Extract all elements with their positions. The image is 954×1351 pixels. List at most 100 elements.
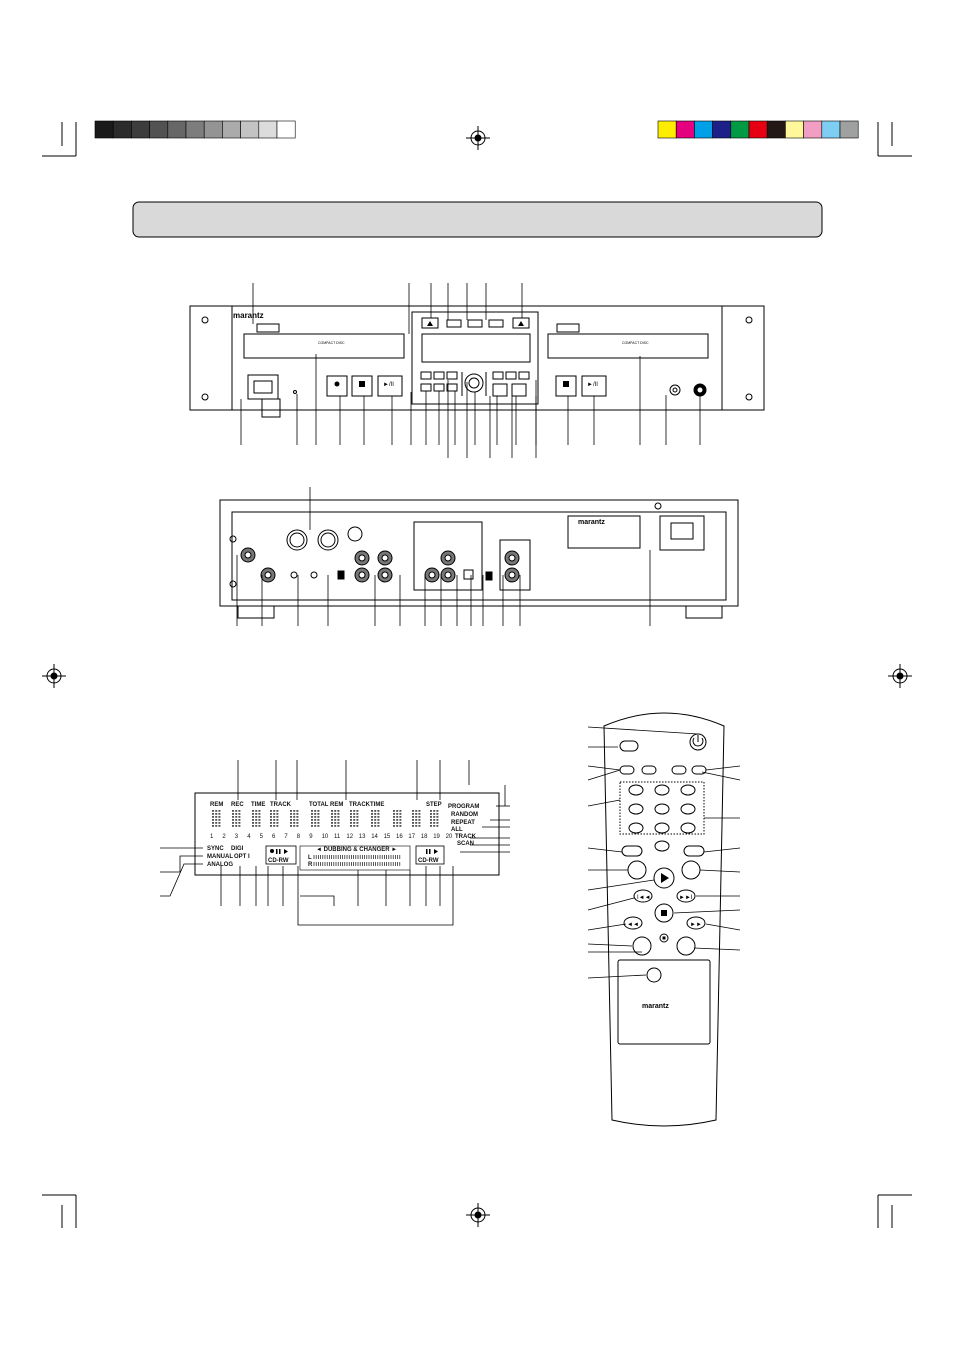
segment-dot <box>436 816 439 818</box>
segment-dot <box>273 825 276 827</box>
segment-dot <box>276 813 279 815</box>
remote-rewind-button[interactable] <box>623 916 643 930</box>
callout-line <box>587 847 623 853</box>
segment-dot <box>430 816 432 818</box>
disp-mode-scan: SCAN <box>457 841 474 847</box>
remote-jack-2[interactable] <box>310 571 318 579</box>
record-button[interactable] <box>326 375 348 397</box>
jog-dial[interactable] <box>464 373 484 393</box>
segment-dot <box>270 813 272 815</box>
segment-dot <box>258 816 261 818</box>
center-key-grid[interactable] <box>420 371 530 397</box>
segment-dot <box>255 822 258 824</box>
remote-next-track-button[interactable] <box>676 889 696 903</box>
power-stand <box>261 398 281 418</box>
ac-inlet[interactable] <box>659 515 705 551</box>
segment-dot <box>356 819 359 821</box>
remote-lower-left-button[interactable] <box>632 936 652 956</box>
right-tray-eject-button[interactable] <box>556 323 580 333</box>
callout-line <box>673 909 741 914</box>
remote-small-stop-button[interactable] <box>659 933 669 943</box>
xlr-left[interactable] <box>286 529 308 551</box>
xlr-right[interactable] <box>317 529 339 551</box>
right-disc-tray[interactable] <box>547 333 709 359</box>
remote-numpad[interactable] <box>628 784 696 852</box>
track-number: 1 <box>210 834 214 840</box>
remote-forward-button[interactable] <box>686 916 706 930</box>
left-tray-logo: COMPACT DISC <box>318 341 345 345</box>
segment-dot <box>215 819 218 821</box>
segment-dot <box>433 816 436 818</box>
center-button-3[interactable] <box>488 319 504 328</box>
segment-dot <box>212 813 214 815</box>
disp-label-rec: REC <box>231 802 244 808</box>
segment-dot <box>430 822 432 824</box>
eject-right-button[interactable] <box>512 317 530 329</box>
left-tray-eject-button[interactable] <box>256 323 280 333</box>
remote-lower-right-button[interactable] <box>676 936 696 956</box>
segment-dot <box>212 816 214 818</box>
rec-status-box <box>265 845 297 865</box>
optical-input[interactable] <box>463 569 474 580</box>
stop-button[interactable] <box>351 375 373 397</box>
registration-target-top <box>466 126 490 150</box>
left-disc-tray[interactable] <box>243 333 405 359</box>
segment-dot <box>334 816 337 818</box>
color-swatch <box>694 120 713 139</box>
segment-dot <box>353 813 356 815</box>
segment-dot <box>396 810 399 812</box>
center-button-1[interactable] <box>446 319 462 328</box>
remote-play-button[interactable] <box>653 867 675 889</box>
segment-dot <box>255 819 258 821</box>
gray-swatch <box>258 120 278 139</box>
eject-left-button[interactable] <box>421 317 439 329</box>
disp-mode-digi: DIGI <box>231 846 244 852</box>
segment-dot <box>430 810 432 812</box>
track-number: 10 <box>322 834 329 840</box>
remote-prev-track-button[interactable] <box>633 889 653 903</box>
level-switch[interactable] <box>337 570 345 580</box>
segment-dot <box>371 813 373 815</box>
xlr-socket-line-in[interactable] <box>347 526 363 542</box>
segment-dot <box>415 825 418 827</box>
track-number: 19 <box>433 834 440 840</box>
display-frame <box>194 792 500 876</box>
remote-stop-button[interactable] <box>654 903 674 923</box>
headphone-jack[interactable] <box>669 384 681 396</box>
remote-jack-1[interactable] <box>290 571 298 579</box>
segment-dot <box>293 819 296 821</box>
segment-dot <box>331 819 333 821</box>
segment-dot <box>273 816 276 818</box>
remote-cover-button[interactable] <box>646 967 662 983</box>
segment-dot <box>371 816 373 818</box>
disp-mode-repeat: REPEAT <box>451 820 475 826</box>
remote-button-mid-left[interactable] <box>621 845 643 857</box>
disp-label-time: TIME <box>251 802 265 808</box>
segment-dot <box>252 810 254 812</box>
color-swatch <box>821 120 841 139</box>
rca-jacks[interactable] <box>240 547 520 583</box>
callout-line <box>587 726 699 735</box>
registration-target-bottom <box>466 1203 490 1227</box>
segment-dot <box>436 810 439 812</box>
segment-dot <box>317 816 320 818</box>
track-number: 4 <box>247 834 251 840</box>
play-pause-button[interactable] <box>377 375 403 397</box>
segment-dot <box>270 819 272 821</box>
digital-switch[interactable] <box>485 571 493 581</box>
gray-swatch <box>240 120 260 139</box>
segment-dot <box>353 816 356 818</box>
segment-dot <box>399 822 402 824</box>
segment-dot <box>415 816 418 818</box>
remote-button-mid-right[interactable] <box>683 845 705 857</box>
segment-dot <box>371 810 373 812</box>
gray-swatch <box>112 120 132 139</box>
center-button-2[interactable] <box>467 319 483 328</box>
track-number: 15 <box>384 834 391 840</box>
gray-swatch <box>203 120 223 139</box>
color-swatch <box>712 120 732 139</box>
svg-text:◄◄: ◄◄ <box>627 922 639 928</box>
remote-button-top-left[interactable] <box>619 740 639 752</box>
right-stop-button[interactable] <box>555 375 577 397</box>
gray-swatch <box>222 120 241 139</box>
